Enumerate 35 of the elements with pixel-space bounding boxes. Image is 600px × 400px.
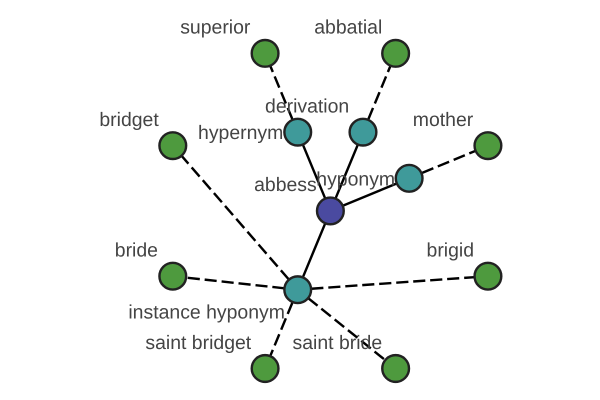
node-label: bride — [114, 240, 158, 262]
node-label: superior — [180, 16, 250, 39]
node-label: abbess — [254, 174, 317, 196]
node-circle — [381, 38, 410, 68]
connector — [311, 276, 474, 290]
node-circle — [158, 131, 188, 160]
node-label: mother — [412, 108, 474, 131]
node-circle — [381, 354, 410, 384]
node-circle — [348, 118, 378, 147]
node-label: derivation — [265, 95, 350, 118]
node-label: bridget — [99, 108, 159, 131]
node-circle — [283, 275, 312, 304]
node-circle — [473, 131, 502, 160]
node-label: instance hyponym — [128, 302, 285, 324]
node-circle — [283, 118, 312, 147]
node-label: hypernym — [198, 122, 284, 144]
node-circle — [316, 196, 345, 226]
node-circle — [250, 354, 280, 384]
connector — [422, 150, 476, 174]
connector — [302, 144, 326, 198]
connector — [367, 66, 392, 120]
connector — [307, 297, 386, 361]
connector — [180, 155, 290, 280]
connector — [269, 302, 294, 356]
connector — [186, 276, 284, 290]
node-label: abbatial — [314, 16, 382, 39]
connector — [269, 66, 294, 120]
node-label: saint bridget — [145, 332, 252, 354]
node-label: brigid — [426, 240, 474, 262]
node-label: saint bride — [292, 332, 382, 354]
connector — [302, 223, 326, 278]
node-circle — [158, 262, 188, 291]
node-circle — [394, 164, 424, 193]
node-circle — [473, 262, 502, 291]
node-circle — [250, 38, 280, 68]
